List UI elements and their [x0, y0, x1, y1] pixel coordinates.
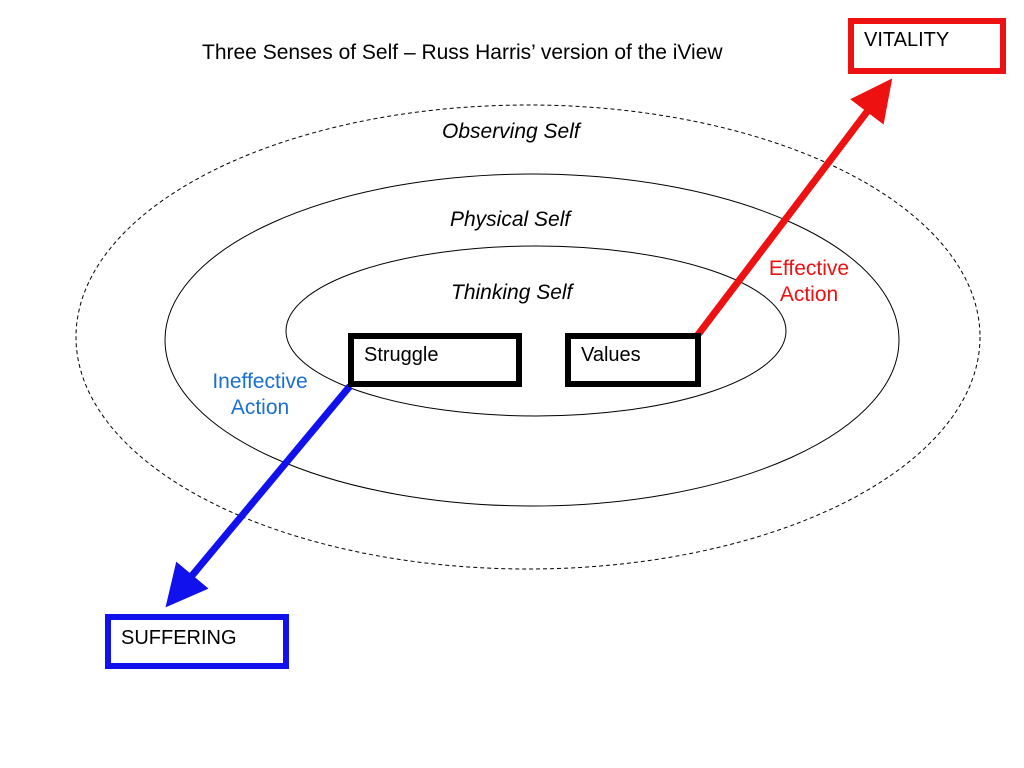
- effective-action-line1: Effective: [768, 257, 850, 280]
- observing-self-label: Observing Self: [442, 120, 580, 143]
- vitality-label: VITALITY: [864, 29, 950, 51]
- struggle-label: Struggle: [364, 344, 439, 366]
- diagram-title: Three Senses of Self – Russ Harris’ vers…: [202, 41, 723, 64]
- effective-action-arrow: [694, 78, 893, 339]
- thinking-self-label: Thinking Self: [451, 281, 573, 304]
- vitality-box: VITALITY: [848, 18, 1006, 74]
- ineffective-action-line1: Ineffective: [212, 370, 308, 393]
- values-box: Values: [565, 333, 701, 387]
- values-label: Values: [581, 344, 641, 366]
- effective-action-line2: Action: [779, 283, 839, 307]
- observing-self-ellipse: [75, 104, 981, 570]
- ineffective-action-line2: Action: [230, 396, 290, 420]
- physical-self-ellipse: [164, 173, 900, 507]
- effective-action-label: Effective Action: [758, 256, 860, 309]
- suffering-label: SUFFERING: [121, 627, 237, 649]
- physical-self-label: Physical Self: [450, 208, 571, 231]
- ineffective-action-label: Ineffective Action: [200, 369, 320, 422]
- ineffective-action-arrow: [165, 383, 353, 608]
- struggle-box: Struggle: [348, 333, 522, 387]
- thinking-self-ellipse: [285, 245, 787, 417]
- suffering-box: SUFFERING: [105, 614, 289, 669]
